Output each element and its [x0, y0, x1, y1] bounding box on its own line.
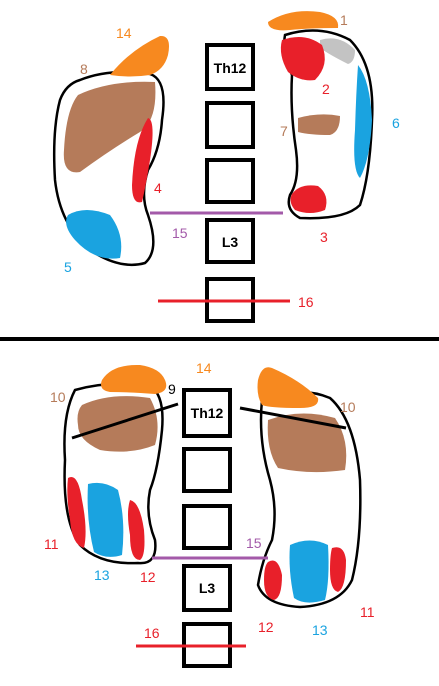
bottom-vertebra-3: [182, 504, 232, 550]
top-right-red-region-upper: [280, 36, 325, 81]
top-vertebra-3: [205, 158, 255, 204]
top-label-8: 8: [80, 61, 88, 77]
top-label-16: 16: [298, 294, 314, 310]
top-left-orange-region: [110, 35, 169, 77]
bottom-label-15: 15: [246, 535, 262, 551]
bottom-vertebra-th12: [182, 388, 232, 438]
bottom-vertebra-l3-label: L3: [199, 580, 216, 596]
top-label-14: 14: [116, 25, 132, 41]
bottom-left-red-region-inner: [128, 500, 145, 560]
top-right-gray-region: [320, 38, 355, 64]
bottom-left-orange-region: [101, 364, 167, 394]
bottom-label-11-right: 11: [360, 604, 375, 620]
bottom-label-11-left: 11: [44, 536, 59, 552]
bottom-right-brown-region: [267, 413, 347, 473]
bottom-vertebra-2: [182, 447, 232, 493]
top-right-red-region-lower: [290, 185, 327, 213]
bottom-vertebra-l3: [182, 564, 232, 612]
panel-divider: [0, 337, 439, 341]
bottom-label-10-right: 10: [340, 399, 356, 415]
top-vertebra-l3: [205, 218, 255, 264]
bottom-right-orange-region: [257, 367, 319, 408]
bottom-label-12-left: 12: [140, 569, 156, 585]
top-vertebra-th12-label: Th12: [214, 60, 247, 76]
bottom-label-9: 9: [168, 381, 176, 397]
top-label-6: 6: [392, 115, 400, 131]
bottom-left-black-line: [71, 402, 179, 440]
top-left-brown-region: [63, 81, 156, 173]
bottom-right-red-region-outer: [330, 547, 346, 592]
bottom-vertebra-th12-label: Th12: [191, 405, 224, 421]
top-left-red-region: [132, 118, 153, 203]
bottom-label-16: 16: [144, 625, 160, 641]
top-label-5: 5: [64, 259, 72, 275]
top-label-4: 4: [154, 180, 162, 196]
bottom-right-blue-region: [289, 540, 329, 603]
top-label-7: 7: [280, 123, 288, 139]
bottom-left-red-region-outer: [67, 476, 86, 548]
top-panel: Th12 L3 1 2 3: [52, 11, 400, 323]
bottom-left-blue-region: [87, 482, 124, 557]
bottom-label-10-left: 10: [50, 389, 66, 405]
top-label-1: 1: [340, 12, 348, 28]
top-right-orange-region: [268, 11, 339, 31]
top-vertebra-2: [205, 101, 255, 149]
bottom-right-red-region-inner: [264, 560, 282, 600]
top-left-blue-region: [66, 210, 122, 259]
bottom-label-12-right: 12: [258, 619, 274, 635]
top-label-2: 2: [322, 81, 330, 97]
bottom-right-black-line: [239, 406, 347, 430]
top-label-15: 15: [172, 225, 188, 241]
bottom-label-13-right: 13: [312, 622, 328, 638]
bottom-label-14: 14: [196, 360, 212, 376]
top-right-brown-region: [298, 114, 340, 135]
top-label-3: 3: [320, 229, 328, 245]
top-vertebra-th12: [205, 43, 255, 91]
bottom-panel: Th12 L3: [44, 360, 375, 668]
bottom-label-13-left: 13: [94, 567, 110, 583]
top-right-blue-region: [354, 65, 372, 178]
top-vertebra-l3-label: L3: [222, 234, 239, 250]
